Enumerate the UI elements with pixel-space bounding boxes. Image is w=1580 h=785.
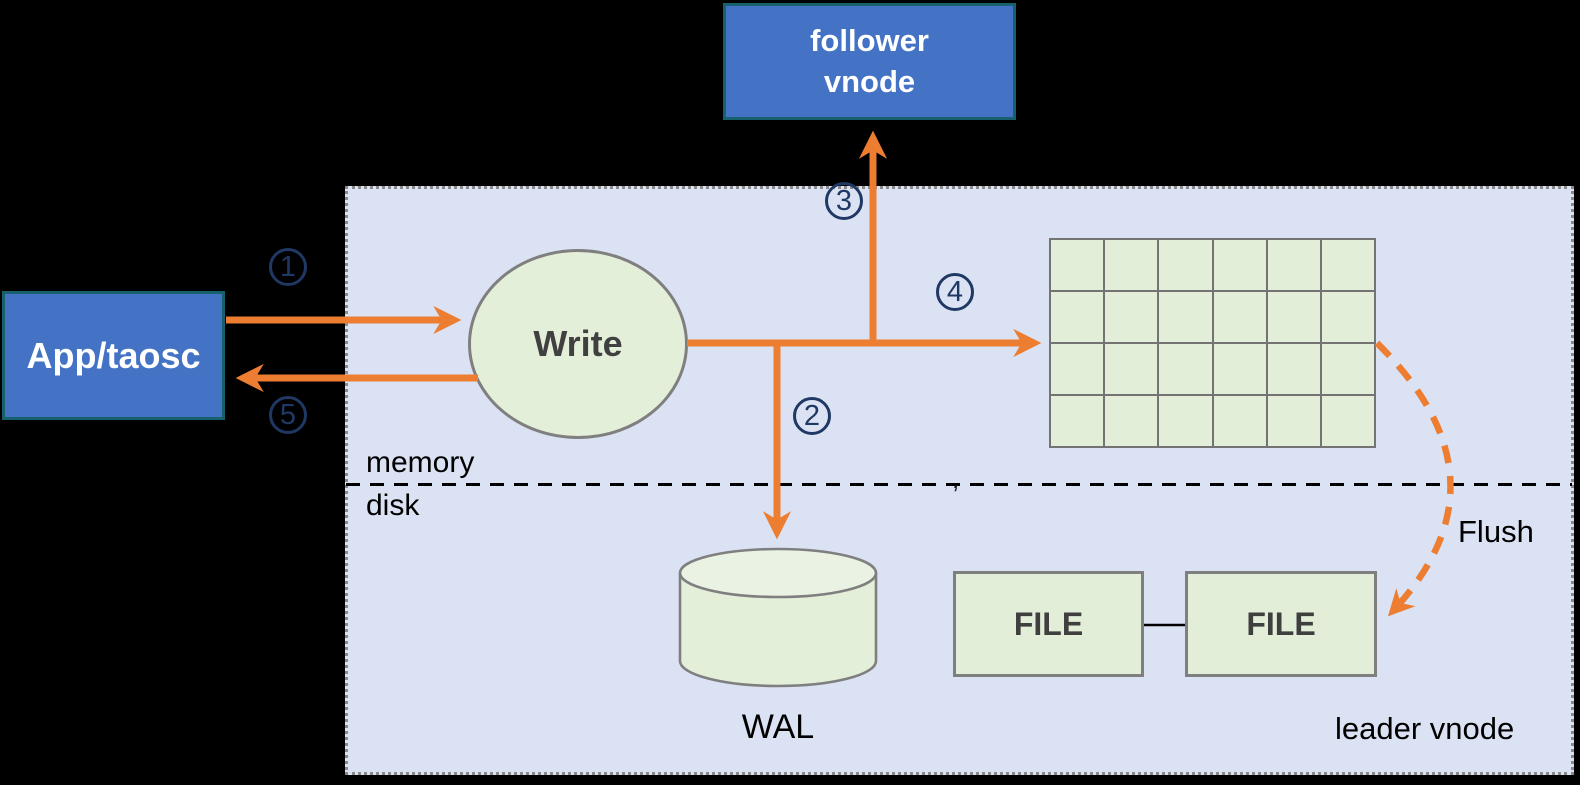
memtable-grid xyxy=(1049,238,1376,448)
memtable-cell xyxy=(1267,292,1320,342)
memtable-cell xyxy=(1267,344,1320,394)
file-node-left: FILE xyxy=(953,571,1144,677)
memtable-cell xyxy=(1159,292,1212,342)
file-node-right: FILE xyxy=(1185,571,1377,677)
step-circle-1: 1 xyxy=(269,248,307,286)
step-circle-2: 2 xyxy=(793,397,831,435)
step-circle-4: 4 xyxy=(936,273,974,311)
memtable-cell xyxy=(1321,344,1374,394)
memtable-cell xyxy=(1213,240,1266,290)
leader-vnode-label: leader vnode xyxy=(1335,711,1515,746)
memtable-cell xyxy=(1051,344,1104,394)
write-process-node: Write xyxy=(468,249,688,439)
wal-label: WAL xyxy=(741,708,815,746)
memtable-cell xyxy=(1213,292,1266,342)
step-circle-5: 5 xyxy=(269,396,307,434)
memtable-cell xyxy=(1159,344,1212,394)
stray-mark: , xyxy=(952,464,960,494)
follower-vnode-node: follower vnode xyxy=(723,3,1016,120)
memtable-cell xyxy=(1051,292,1104,342)
memtable-cell xyxy=(1213,344,1266,394)
memory-disk-divider xyxy=(346,483,1572,486)
memtable-cell xyxy=(1267,240,1320,290)
memtable-cell xyxy=(1105,240,1158,290)
app-taosc-node: App/taosc xyxy=(2,291,225,420)
memtable-cell xyxy=(1159,396,1212,446)
memtable-cell xyxy=(1321,292,1374,342)
memtable-cell xyxy=(1159,240,1212,290)
memtable-cell xyxy=(1213,396,1266,446)
memtable-cell xyxy=(1105,344,1158,394)
memtable-cell xyxy=(1105,396,1158,446)
memtable-cell xyxy=(1267,396,1320,446)
flush-label: Flush xyxy=(1458,514,1534,549)
memory-label: memory xyxy=(366,446,475,479)
memtable-cell xyxy=(1051,240,1104,290)
wal-cylinder xyxy=(678,547,878,688)
step-circle-3: 3 xyxy=(825,182,863,220)
memtable-cell xyxy=(1321,396,1374,446)
memtable-cell xyxy=(1321,240,1374,290)
disk-label: disk xyxy=(366,489,420,522)
memtable-cell xyxy=(1051,396,1104,446)
memtable-cell xyxy=(1105,292,1158,342)
